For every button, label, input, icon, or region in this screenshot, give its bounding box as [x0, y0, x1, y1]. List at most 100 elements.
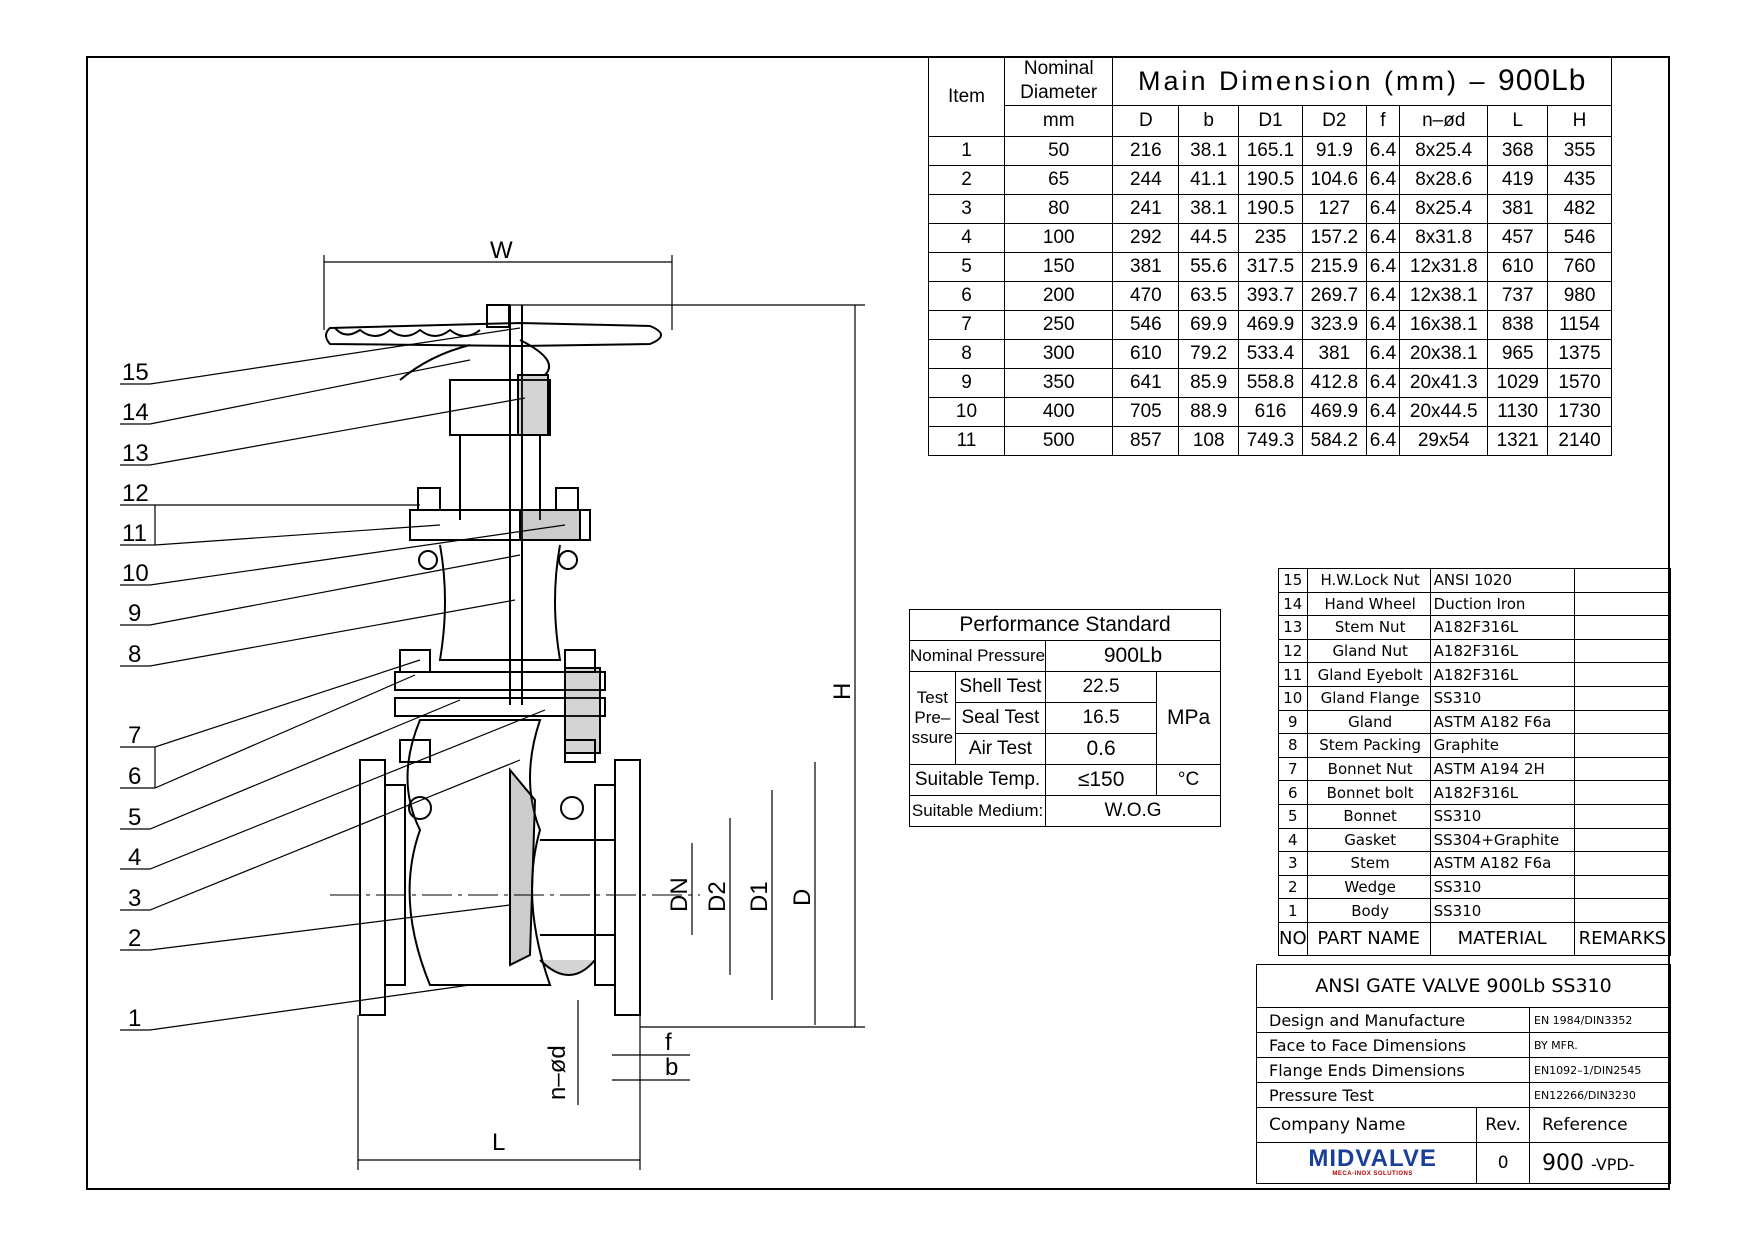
parts-header-remarks: REMARKS [1573, 921, 1672, 956]
part-remarks [1573, 615, 1672, 640]
dimension-cell: 616 [1238, 397, 1303, 427]
temp-unit: °C [1156, 764, 1221, 796]
leader-4 [120, 709, 546, 870]
part-material: A182F316L [1429, 615, 1575, 640]
part-name: Gland Flange [1306, 685, 1431, 711]
suitable-medium-label: Suitable Medium: [908, 795, 1047, 827]
dimension-cell: 533.4 [1238, 339, 1303, 369]
dimension-cell: 157.2 [1301, 223, 1367, 253]
callout-6: 6 [128, 763, 141, 790]
part-no: 4 [1278, 827, 1308, 853]
dimension-cell: 8x25.4 [1399, 136, 1489, 166]
leader-1 [120, 984, 471, 1031]
dimension-cell: 241 [1112, 194, 1180, 224]
stem-nut [517, 374, 549, 436]
part-name: Body [1306, 898, 1431, 923]
dimension-cell: 350 [1003, 368, 1114, 398]
part-no: 8 [1278, 733, 1308, 758]
part-material: ASTM A182 F6a [1429, 709, 1575, 735]
part-remarks [1573, 591, 1672, 617]
wedge-section [509, 767, 537, 967]
dim-l-label: L [492, 1129, 505, 1156]
part-remarks [1573, 756, 1672, 782]
handwheel-spokes [399, 339, 551, 381]
part-name: Gland [1306, 709, 1431, 735]
callout-14: 14 [122, 399, 149, 426]
dim-d1-label: D1 [746, 881, 773, 912]
col-header: D [1112, 105, 1180, 137]
dimension-cell: 1570 [1547, 368, 1612, 398]
leader-11 [120, 524, 441, 546]
dimension-cell: 38.1 [1178, 136, 1240, 166]
part-no: 2 [1278, 874, 1308, 900]
suitable-medium-value: W.O.G [1045, 795, 1221, 827]
shell-test-label: Shell Test [954, 671, 1047, 703]
part-name: Bonnet Nut [1306, 756, 1431, 782]
part-no: 11 [1278, 662, 1308, 687]
part-material: SS304+Graphite [1429, 827, 1575, 853]
part-no: 1 [1278, 898, 1308, 923]
parts-header-no: NO [1278, 921, 1308, 956]
leader-15 [120, 327, 521, 385]
dimension-cell: 355 [1547, 136, 1612, 166]
part-remarks [1573, 638, 1672, 664]
dimension-cell: 250 [1003, 310, 1114, 340]
dimension-cell: 216 [1112, 136, 1180, 166]
seal-test-label: Seal Test [954, 702, 1047, 734]
callout-13: 13 [122, 440, 149, 467]
dimension-cell: 10 [928, 397, 1005, 427]
dimension-cell: 38.1 [1178, 194, 1240, 224]
nominal-diameter-header: Nominal Diameter [1003, 56, 1114, 106]
gland-nut-right [555, 487, 579, 511]
dimension-cell: 1730 [1547, 397, 1612, 427]
dim-nd-label: n–ød [544, 1045, 571, 1100]
leader-6 [120, 674, 416, 789]
part-no: 9 [1278, 709, 1308, 735]
part-material: Graphite [1429, 733, 1575, 758]
dimension-cell: 85.9 [1178, 368, 1240, 398]
dim-w-label: W [490, 237, 513, 264]
callout-12: 12 [122, 480, 149, 507]
dimension-cell: 500 [1003, 426, 1114, 456]
part-name: Stem Packing [1306, 733, 1431, 758]
leader-8 [120, 599, 516, 667]
col-header: D1 [1238, 105, 1303, 137]
dimension-cell: 150 [1003, 252, 1114, 282]
callout-2: 2 [128, 925, 141, 952]
rev-label: Rev. [1476, 1107, 1530, 1143]
suitable-temp-label: Suitable Temp. [908, 764, 1047, 796]
part-material: ASTM A182 F6a [1429, 851, 1575, 876]
bonnet-nut-top [399, 649, 431, 673]
dimension-cell: 760 [1547, 252, 1612, 282]
dimension-cell: 235 [1238, 223, 1303, 253]
gland-nut-left [417, 487, 441, 511]
callout-11: 11 [122, 520, 147, 547]
dim-h-label: H [829, 683, 856, 700]
dimension-cell: 6.4 [1365, 165, 1401, 195]
dimension-cell: 558.8 [1238, 368, 1303, 398]
part-no: 15 [1278, 568, 1308, 593]
dimension-cell: 469.9 [1301, 397, 1367, 427]
item-header: Item [928, 56, 1005, 137]
part-no: 13 [1278, 615, 1308, 640]
nominal-pressure-value: 900Lb [1045, 640, 1221, 672]
dimension-cell: 3 [928, 194, 1005, 224]
pressure-test-label: Pressure Test [1256, 1082, 1530, 1108]
callout-1: 1 [128, 1005, 141, 1032]
dimension-cell: 857 [1112, 426, 1180, 456]
dim-d2-label: D2 [704, 881, 731, 912]
dimension-cell: 457 [1487, 223, 1549, 253]
part-remarks [1573, 662, 1672, 687]
dimension-cell: 269.7 [1301, 281, 1367, 311]
dimension-cell: 1321 [1487, 426, 1549, 456]
